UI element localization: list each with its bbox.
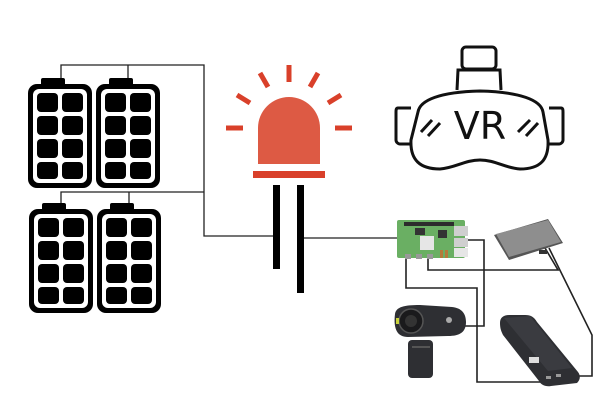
battery-icon-1	[28, 78, 92, 188]
led-dome	[258, 97, 320, 164]
led-base	[253, 171, 325, 178]
vr-label: VR	[454, 104, 506, 148]
vr-headset-icon	[394, 45, 565, 171]
led-light-rays	[226, 65, 352, 131]
battery-icon-3	[29, 203, 93, 313]
power-bank-display	[529, 357, 539, 363]
battery-wires	[60, 64, 398, 239]
power-bank	[500, 315, 580, 387]
led-icon	[226, 65, 352, 293]
webcam	[394, 305, 466, 378]
display-screen	[494, 219, 563, 260]
battery-icon-4	[97, 203, 161, 313]
battery-icon-2	[96, 78, 160, 188]
raspberry-pi-board	[397, 220, 468, 259]
led-leg-cathode	[273, 185, 280, 269]
led-leg-anode	[297, 185, 304, 293]
